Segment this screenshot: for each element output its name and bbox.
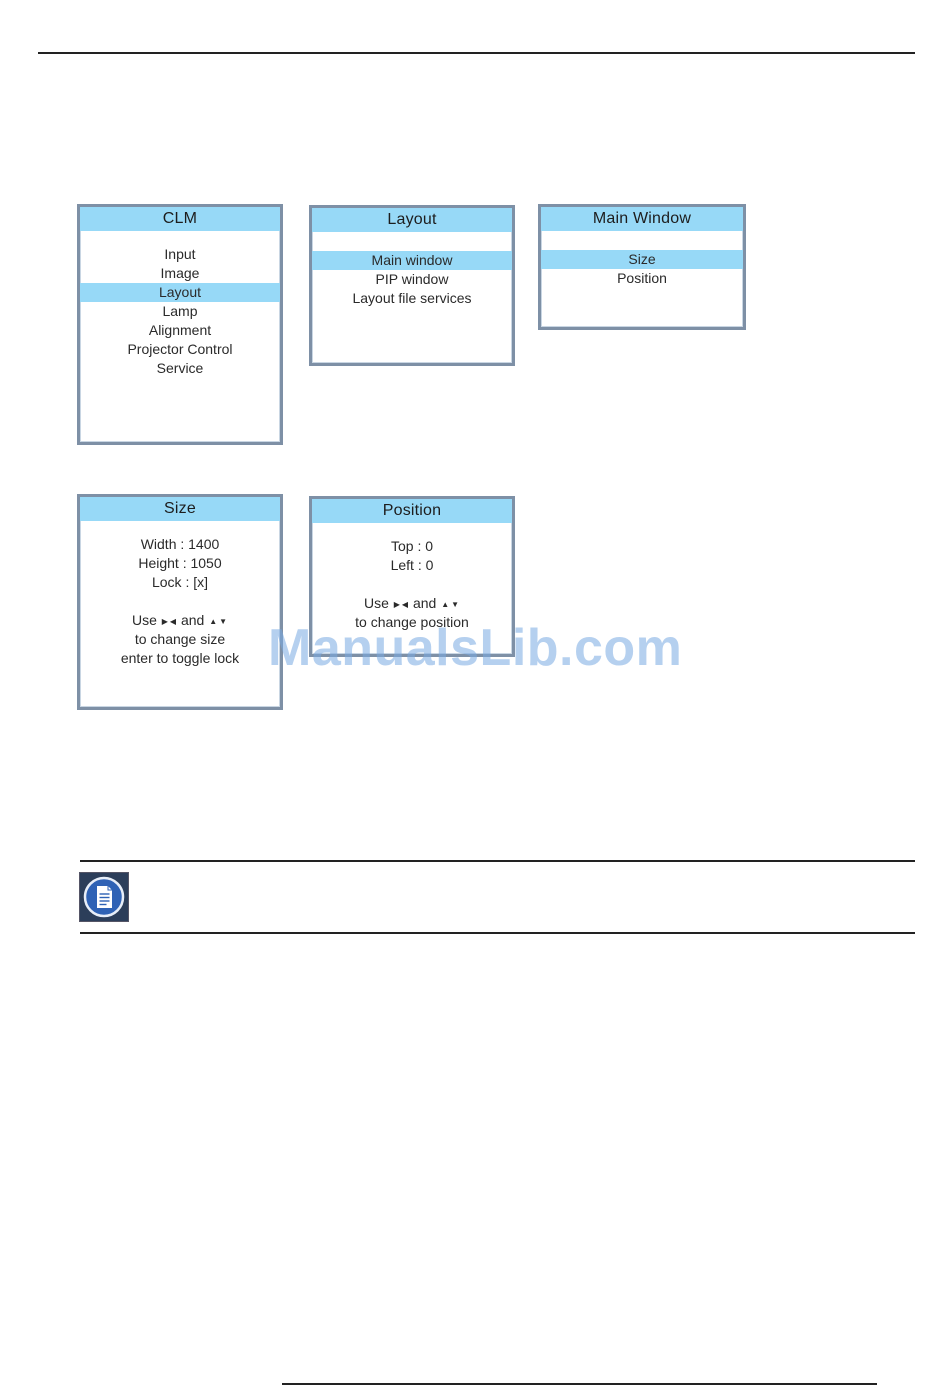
note-document-icon	[79, 872, 129, 922]
main-window-item-position[interactable]: Position	[617, 270, 667, 286]
size-menu-title: Size	[80, 497, 280, 521]
triangle-down-icon: ▼	[219, 616, 228, 626]
triangle-down-icon: ▼	[451, 599, 460, 609]
size-width-value[interactable]: Width : 1400	[140, 536, 220, 552]
note-rule-top	[80, 860, 915, 862]
clm-item-layout[interactable]: Layout	[80, 283, 280, 302]
position-menu-body: Top : 0 Left : 0 Use ▶◀ and ▲▼ to change…	[312, 523, 512, 632]
clm-item-lamp[interactable]: Lamp	[162, 303, 198, 319]
clm-menu-title: CLM	[80, 207, 280, 231]
clm-item-image[interactable]: Image	[160, 265, 200, 281]
triangle-left-icon: ◀	[169, 616, 177, 626]
note-rule-bottom	[80, 932, 915, 934]
header-rule	[38, 52, 915, 54]
position-help-use: Use	[363, 595, 389, 611]
layout-item-pip-window[interactable]: PIP window	[375, 271, 449, 287]
position-top-value[interactable]: Top : 0	[390, 538, 434, 554]
layout-menu-title: Layout	[312, 208, 512, 232]
size-menu-body: Width : 1400 Height : 1050 Lock : [x] Us…	[80, 521, 280, 668]
position-menu-title: Position	[312, 499, 512, 523]
position-menu: Position Top : 0 Left : 0 Use ▶◀ and ▲▼ …	[309, 496, 515, 657]
triangle-up-icon: ▲	[441, 599, 450, 609]
size-height-value[interactable]: Height : 1050	[138, 555, 222, 571]
layout-item-file-services[interactable]: Layout file services	[352, 290, 472, 306]
size-lock-value[interactable]: Lock : [x]	[151, 574, 209, 590]
main-window-menu-body: Size Position	[541, 231, 743, 288]
watermark: ManualsLib.com	[268, 619, 683, 677]
position-help-line-1: Use ▶◀ and ▲▼	[312, 594, 512, 613]
clm-menu-body: Input Image Layout Lamp Alignment Projec…	[80, 231, 280, 378]
clm-menu: CLM Input Image Layout Lamp Alignment Pr…	[77, 204, 283, 445]
layout-item-main-window[interactable]: Main window	[312, 251, 512, 270]
footer-rule	[282, 1383, 877, 1385]
size-help-line-1: Use ▶◀ and ▲▼	[80, 611, 280, 630]
clm-item-input[interactable]: Input	[164, 246, 196, 262]
size-help-use: Use	[131, 612, 157, 628]
main-window-menu: Main Window Size Position	[538, 204, 746, 330]
triangle-up-icon: ▲	[209, 616, 218, 626]
clm-item-alignment[interactable]: Alignment	[148, 322, 212, 338]
size-help-and: and	[180, 612, 205, 628]
triangle-right-icon: ▶	[393, 599, 400, 609]
position-left-value[interactable]: Left : 0	[390, 557, 434, 573]
size-help-line-2: to change size	[134, 631, 226, 647]
size-help-line-3: enter to toggle lock	[120, 650, 240, 666]
clm-item-service[interactable]: Service	[156, 360, 204, 376]
main-window-item-size[interactable]: Size	[541, 250, 743, 269]
triangle-left-icon: ◀	[401, 599, 409, 609]
position-help-line-2: to change position	[355, 614, 469, 630]
triangle-right-icon: ▶	[161, 616, 168, 626]
layout-menu-body: Main window PIP window Layout file servi…	[312, 232, 512, 308]
clm-item-projector-control[interactable]: Projector Control	[127, 341, 233, 357]
position-help-and: and	[412, 595, 437, 611]
size-menu: Size Width : 1400 Height : 1050 Lock : […	[77, 494, 283, 710]
main-window-menu-title: Main Window	[541, 207, 743, 231]
layout-menu: Layout Main window PIP window Layout fil…	[309, 205, 515, 366]
